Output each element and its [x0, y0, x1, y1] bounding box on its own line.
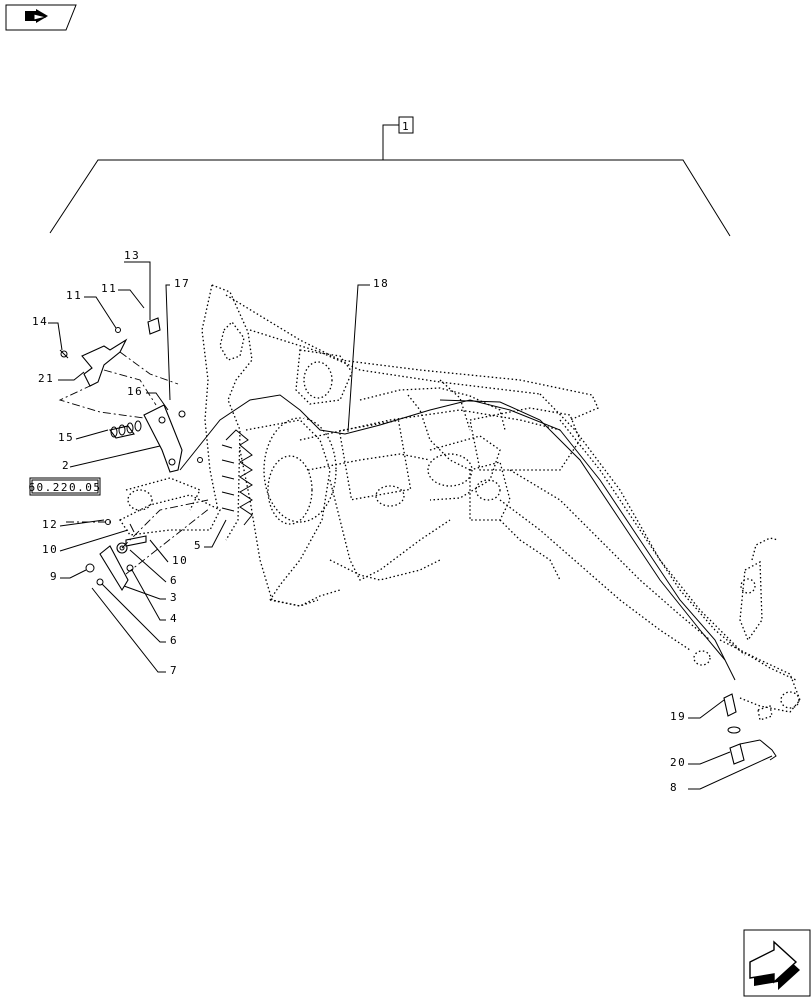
callout-11a: 11 — [66, 289, 117, 329]
callout-19: 17 — [165, 277, 190, 401]
explosion-lines — [58, 351, 211, 575]
callout-10b: 10 — [42, 529, 129, 556]
svg-text:15: 15 — [58, 431, 74, 444]
callout-14: 13 — [124, 249, 151, 320]
fitting-parts — [723, 693, 777, 765]
svg-text:8: 8 — [670, 781, 678, 794]
link-assembly — [85, 519, 147, 592]
callout-13: 14 — [32, 315, 63, 351]
reference-box-label: 60.220.05 — [28, 481, 101, 494]
callout-18: 18 — [347, 277, 389, 433]
bracket-upper — [59, 317, 161, 387]
callout-15: 15 — [58, 429, 109, 444]
callout-16: 16 — [127, 385, 169, 411]
hydraulic-pipe — [179, 394, 736, 681]
svg-text:20: 20 — [670, 756, 686, 769]
callout-6b: 6 — [101, 583, 178, 647]
callout-20: 20 — [670, 751, 731, 769]
next-arrow-icon[interactable] — [743, 929, 811, 997]
reference-box[interactable]: 60.220.05 — [28, 477, 101, 496]
svg-text:21: 21 — [38, 372, 54, 385]
svg-text:14: 14 — [32, 315, 48, 328]
callout-11b: 12 — [42, 518, 105, 531]
group-label: 1 — [402, 120, 410, 133]
svg-text:4: 4 — [170, 612, 178, 625]
group-bracket: 1 — [49, 116, 731, 237]
svg-text:10: 10 — [42, 543, 58, 556]
callout-5: 5 — [194, 519, 227, 552]
callout-2: 2 — [62, 445, 161, 472]
svg-text:10: 10 — [172, 554, 188, 567]
callout-3: 3 — [123, 585, 178, 604]
callout-6a: 6 — [129, 549, 178, 587]
svg-text:6: 6 — [170, 634, 178, 647]
callout-10a: 11 — [101, 282, 145, 309]
svg-text:13: 13 — [124, 249, 140, 262]
svg-text:17: 17 — [174, 277, 190, 290]
callouts: 13 11 11 17 14 21 16 15 2 18 5 12 10 10 … — [32, 249, 773, 794]
callout-21: 21 — [38, 371, 85, 385]
svg-text:3: 3 — [170, 591, 178, 604]
svg-text:2: 2 — [62, 459, 70, 472]
svg-text:18: 18 — [373, 277, 389, 290]
svg-text:6: 6 — [170, 574, 178, 587]
callout-12: 8 — [670, 755, 773, 794]
back-arrow-icon[interactable] — [5, 4, 77, 31]
callout-17: 19 — [670, 699, 725, 723]
callout-7: 7 — [91, 587, 178, 677]
svg-text:11: 11 — [101, 282, 117, 295]
svg-text:11: 11 — [66, 289, 82, 302]
machine-frame — [119, 284, 801, 713]
callout-9: 9 — [50, 569, 87, 583]
svg-text:16: 16 — [127, 385, 143, 398]
spring-assembly — [221, 429, 253, 526]
callout-8: 10 — [149, 539, 188, 567]
callout-4: 4 — [131, 569, 178, 625]
svg-text:7: 7 — [170, 664, 178, 677]
svg-text:9: 9 — [50, 570, 58, 583]
svg-text:5: 5 — [194, 539, 202, 552]
svg-text:12: 12 — [42, 518, 58, 531]
svg-text:19: 19 — [670, 710, 686, 723]
cylinder-assembly — [109, 404, 203, 473]
